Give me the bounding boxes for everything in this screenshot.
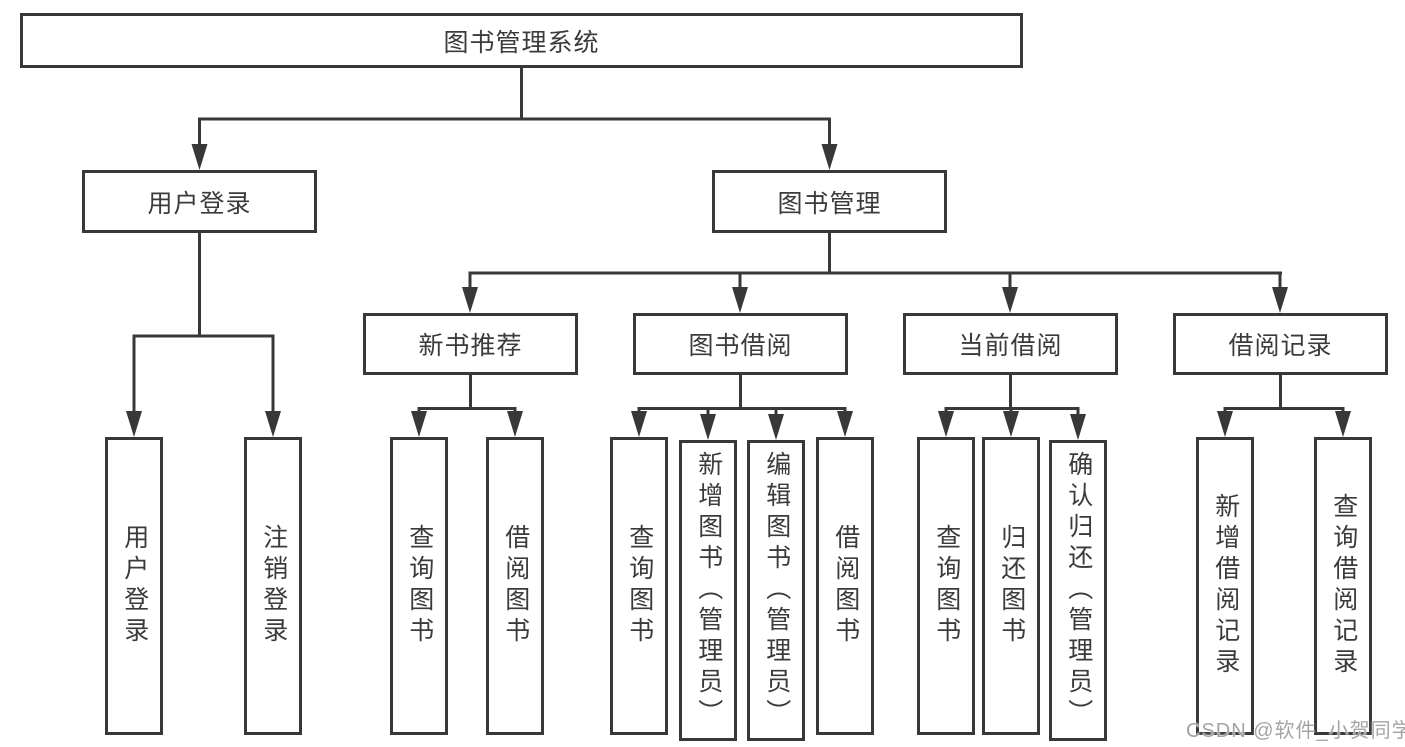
leaf-edit-books-admin: 编辑图书（管理员） [747,440,805,741]
leaf-query-books-borrowing: 查询图书 [610,437,668,735]
arrowheads [126,144,1351,440]
leaf-return-books: 归还图书 [982,437,1040,735]
leaf-borrow-books-recommend: 借阅图书 [486,437,544,735]
node-borrowing-records: 借阅记录 [1173,313,1388,375]
leaf-logout: 注销登录 [244,437,302,735]
leaf-add-borrow-record: 新增借阅记录 [1196,437,1254,735]
leaf-confirm-return-admin: 确认归还（管理员） [1049,440,1107,741]
leaf-user-login: 用户登录 [105,437,163,735]
node-user-login: 用户登录 [82,170,317,233]
leaf-borrow-books-borrowing: 借阅图书 [816,437,874,735]
leaf-query-borrow-record: 查询借阅记录 [1314,437,1372,735]
csdn-watermark: CSDN @软件_小贺同学 [1186,720,1405,742]
leaf-query-books-current: 查询图书 [917,437,975,735]
leaf-add-books-admin: 新增图书（管理员） [679,440,737,741]
node-library-management-system: 图书管理系统 [20,13,1023,68]
node-current-borrowing: 当前借阅 [903,313,1118,375]
node-book-borrowing: 图书借阅 [633,313,848,375]
node-new-book-recommendation: 新书推荐 [363,313,578,375]
node-book-management: 图书管理 [712,170,947,233]
leaf-query-books-recommend: 查询图书 [390,437,448,735]
